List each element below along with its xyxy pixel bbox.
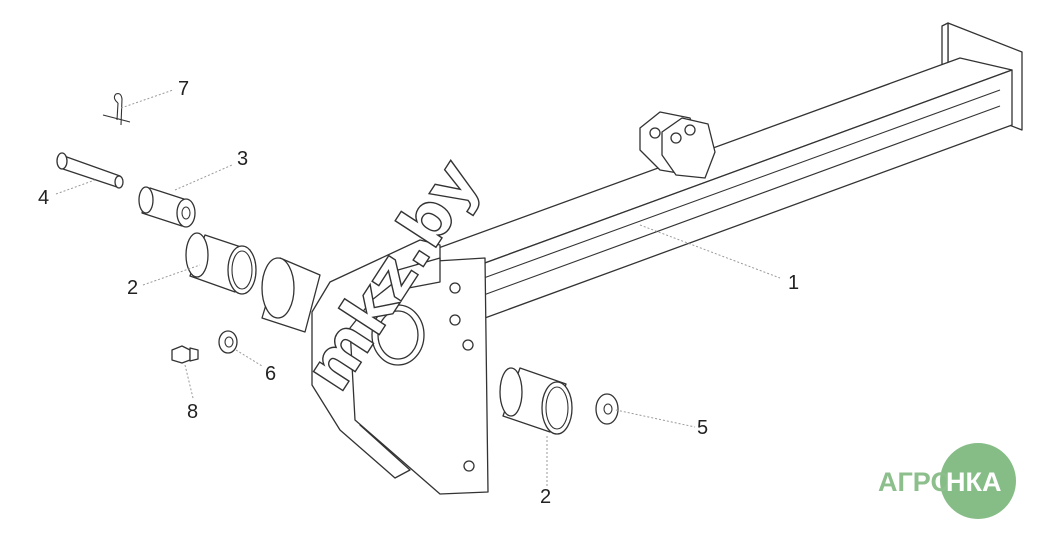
brand-logo: АГРО НКА bbox=[878, 443, 1016, 519]
callout-6: 6 bbox=[265, 363, 276, 385]
pin bbox=[56, 152, 124, 189]
pivot-tube bbox=[261, 257, 321, 333]
logo-right-text: НКА bbox=[946, 467, 1001, 497]
washer-small bbox=[218, 330, 238, 354]
washer-large bbox=[595, 393, 619, 425]
hinge-bracket bbox=[311, 239, 489, 495]
logo-left-text: АГРО bbox=[878, 467, 951, 497]
callout-1: 1 bbox=[788, 272, 799, 294]
cotter-pin bbox=[102, 93, 131, 126]
callout-5: 5 bbox=[697, 417, 708, 439]
bushing-right bbox=[499, 367, 573, 435]
callout-8: 8 bbox=[187, 401, 198, 423]
leader-lines bbox=[55, 89, 781, 486]
callout-3: 3 bbox=[237, 148, 248, 170]
grease-nipple bbox=[171, 345, 199, 364]
callout-2-left: 2 bbox=[127, 277, 138, 299]
main-beam bbox=[399, 22, 1023, 331]
bushing-left bbox=[185, 232, 257, 295]
callout-2-right: 2 bbox=[540, 486, 551, 508]
callout-7: 7 bbox=[178, 78, 189, 100]
callout-labels: 7 3 4 2 1 6 8 5 2 bbox=[38, 78, 799, 508]
callout-4: 4 bbox=[38, 187, 49, 209]
logo-circle bbox=[940, 443, 1016, 519]
sleeve bbox=[138, 186, 196, 228]
